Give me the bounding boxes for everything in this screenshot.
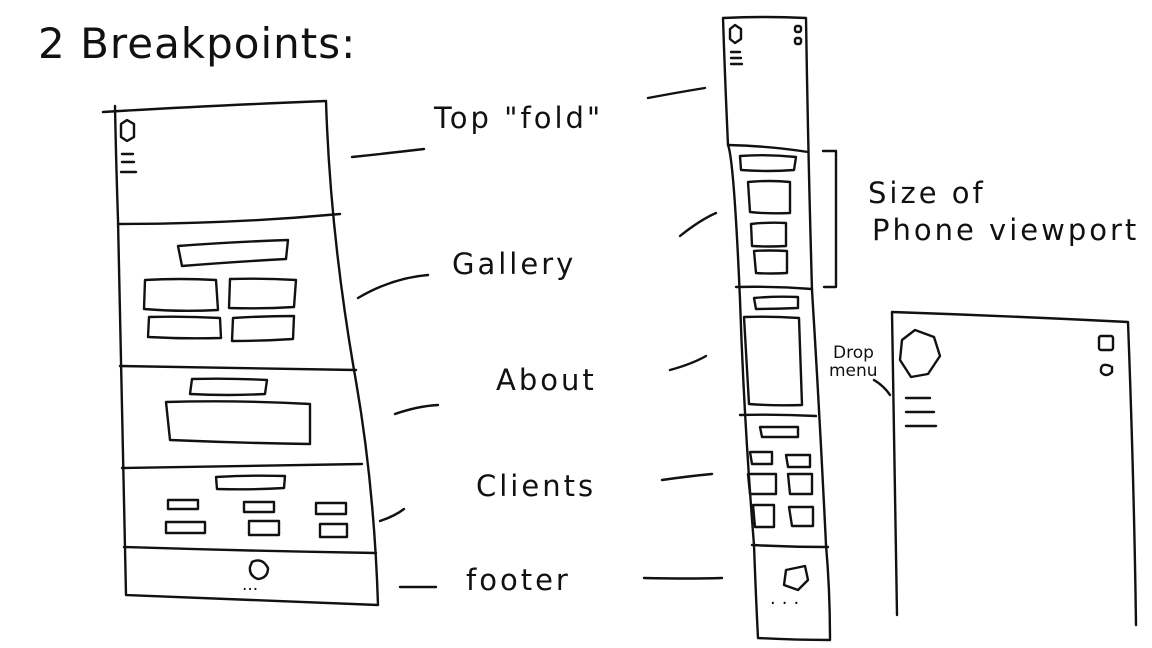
- connector-line: [378, 507, 406, 523]
- section-labels: Top "fold" Gallery About Clients footer: [350, 86, 724, 597]
- phone-wireframe: ...: [721, 15, 838, 642]
- drop-menu-pointer: [872, 378, 892, 397]
- label-phone-size-line2: Phone viewport: [872, 213, 1139, 247]
- phone-viewport-bracket: [821, 149, 838, 289]
- hamburger-menu-icon: [119, 152, 138, 174]
- client-logo: [787, 505, 815, 528]
- hamburger-menu-icon: [904, 396, 938, 428]
- menu-button-icon: [1097, 334, 1115, 352]
- footer-logo-icon: [782, 564, 810, 592]
- gallery-tile: [142, 277, 220, 312]
- client-logo: [314, 501, 348, 516]
- clients-heading-block: [214, 474, 287, 491]
- menu-button-icon: [1099, 363, 1114, 377]
- divider-about-clients: [738, 413, 818, 418]
- label-about: About: [496, 363, 597, 397]
- desktop-wireframe: ...: [101, 99, 380, 607]
- label-drop-menu-line2: menu: [829, 361, 878, 381]
- about-heading-block: [752, 295, 800, 311]
- divider-about-clients: [120, 462, 364, 470]
- client-logo: [166, 498, 200, 511]
- divider-gallery-about: [734, 285, 814, 291]
- divider-gallery-about: [118, 364, 358, 372]
- clients-heading-block: [758, 425, 800, 439]
- footer-dots: ...: [242, 575, 258, 595]
- gallery-tile: [227, 277, 298, 310]
- page-title: 2 Breakpoints:: [38, 19, 356, 68]
- client-logo: [748, 450, 774, 466]
- gallery-tile: [749, 221, 788, 248]
- footer-dots: ...: [770, 588, 805, 609]
- divider-clients-footer: [122, 545, 378, 555]
- connector-line: [660, 472, 714, 482]
- client-logo: [318, 522, 349, 539]
- connector-line: [350, 147, 426, 159]
- phone-outline: [721, 15, 832, 642]
- connector-line: [393, 403, 440, 416]
- client-logo: [164, 520, 207, 535]
- connector-line: [668, 354, 708, 372]
- connector-line: [678, 211, 718, 238]
- label-phone-size-line1: Size of: [868, 176, 986, 210]
- gallery-tile: [230, 314, 296, 343]
- connector-line: [356, 273, 430, 300]
- gallery-heading-block: [738, 154, 798, 173]
- drop-menu-frame: [890, 310, 1138, 627]
- label-drop-menu-line1: Drop: [833, 343, 874, 363]
- client-logo: [786, 472, 814, 496]
- logo-icon: [119, 118, 136, 143]
- divider-fold-gallery: [116, 212, 342, 226]
- menu-button-icon: [793, 36, 803, 46]
- client-logo: [751, 503, 776, 529]
- label-gallery: Gallery: [452, 247, 576, 281]
- divider-fold-gallery: [726, 143, 810, 154]
- logo-icon: [898, 328, 942, 379]
- about-content-block: [742, 315, 804, 407]
- about-heading-block: [188, 377, 269, 397]
- desktop-outline: [101, 99, 380, 607]
- footer-logo-icon: [248, 559, 270, 581]
- label-top-fold: Top "fold": [433, 101, 603, 135]
- drop-menu-detail: [872, 310, 1138, 627]
- label-footer: footer: [466, 563, 571, 597]
- gallery-tile: [752, 249, 789, 275]
- gallery-heading-block: [176, 238, 290, 268]
- connector-line: [642, 576, 724, 580]
- hamburger-menu-icon: [729, 50, 744, 66]
- connector-line: [646, 86, 707, 100]
- menu-button-icon: [793, 24, 803, 34]
- client-logo: [242, 500, 276, 514]
- label-clients: Clients: [476, 469, 596, 503]
- divider-clients-footer: [750, 543, 830, 549]
- client-logo: [784, 453, 812, 469]
- gallery-tile: [146, 315, 223, 340]
- client-logo: [746, 472, 778, 496]
- gallery-tile: [746, 179, 792, 215]
- client-logo: [247, 519, 281, 537]
- about-content-block: [164, 400, 312, 446]
- logo-icon: [728, 23, 743, 45]
